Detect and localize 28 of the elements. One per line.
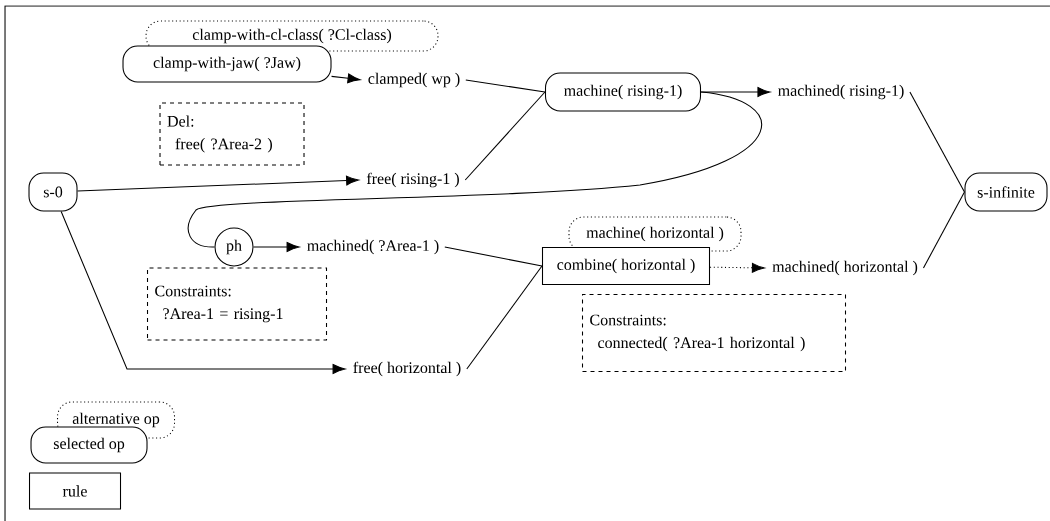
circle-node: ph [214,227,254,267]
alternative-operator-box: machine( horizontal ) [568,216,742,252]
arrow [700,87,771,97]
connector-line [444,246,543,267]
connector-line [465,79,546,93]
state-box: s-infinite [964,172,1048,212]
fact-label: machined( horizontal ) [772,260,918,276]
connector-line [187,91,763,248]
fact-label: free( horizontal ) [353,361,461,377]
connector-line [909,91,965,193]
note-box: Constraints: connected( ?Area-1 horizontal ) [581,293,847,373]
arrow [709,262,765,273]
operator-box: selected op [30,426,148,464]
connector-line [922,191,965,269]
arrow [60,211,346,374]
fact-label: machined( rising-1) [778,84,904,100]
connector-line [464,91,546,181]
connector-line [466,265,543,370]
fact-label: machined( ?Area-1 ) [307,239,439,255]
arrow [331,73,361,84]
state-box: s-0 [28,172,78,212]
operator-box: machine( rising-1) [544,72,702,112]
operator-box: clamp-with-jaw( ?Jaw) [122,45,332,83]
fact-label: free( rising-1 ) [366,172,459,188]
fact-label: clamped( wp ) [368,72,460,88]
arrow [77,175,360,192]
note-box: Del: free( ?Area-2 ) [159,102,305,166]
arrow [253,242,300,252]
